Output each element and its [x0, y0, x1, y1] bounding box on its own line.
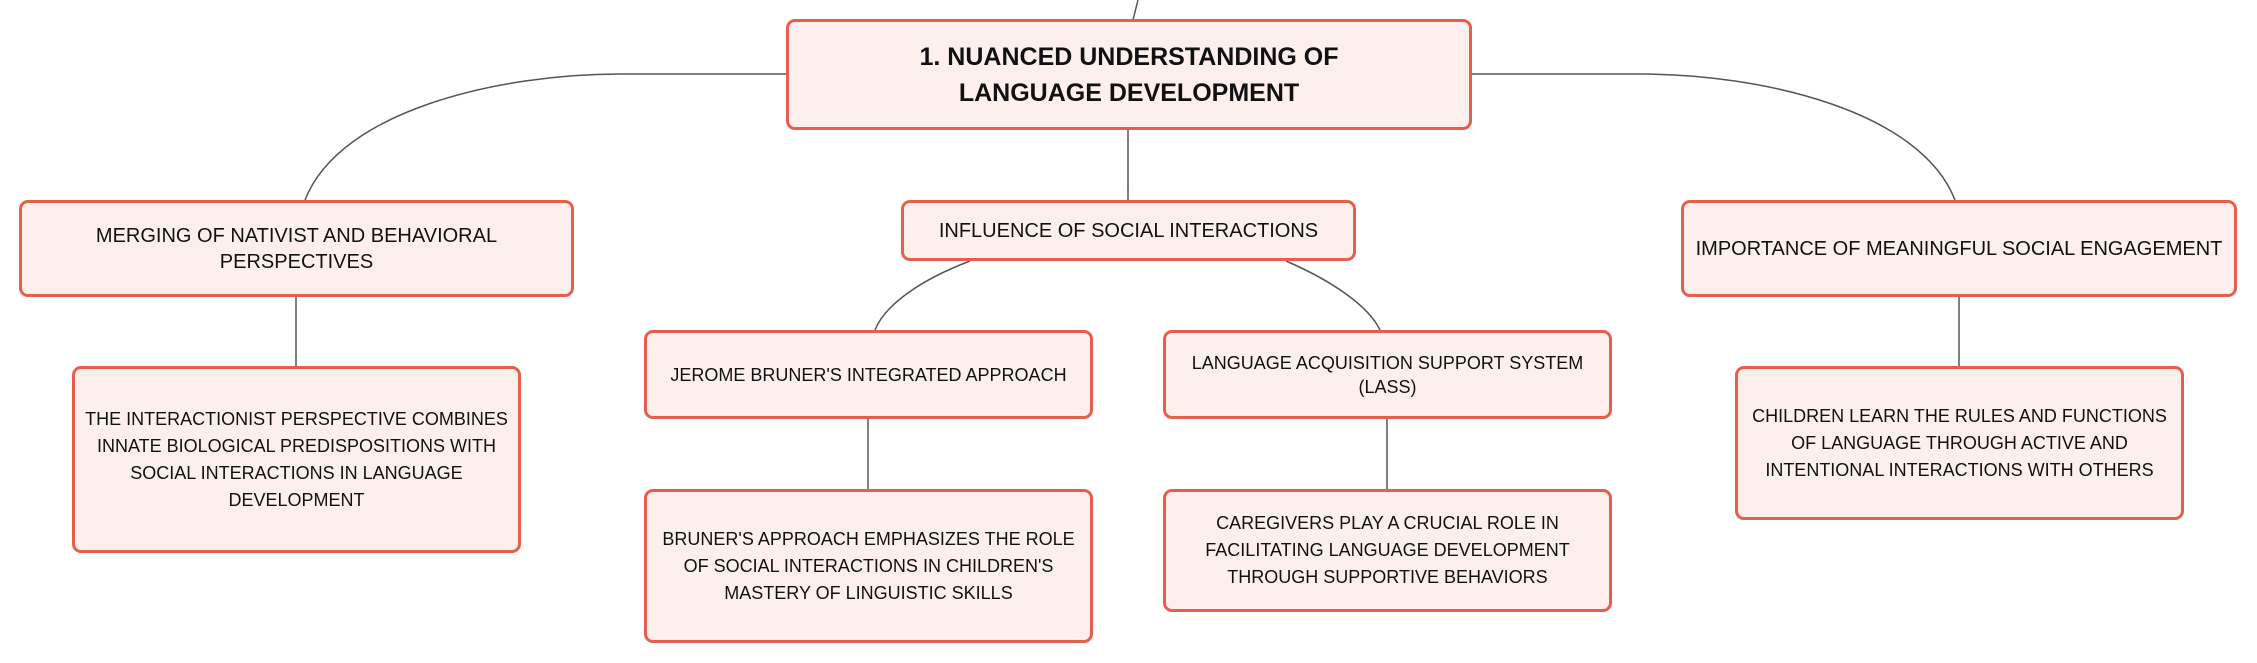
lass-label: LANGUAGE ACQUISITION SUPPORT SYSTEM (LAS… — [1191, 352, 1584, 397]
lass-node[interactable]: LANGUAGE ACQUISITION SUPPORT SYSTEM (LAS… — [1163, 330, 1612, 419]
interactionist-perspective-node[interactable]: THE INTERACTIONIST PERSPECTIVE COMBINES … — [72, 366, 521, 553]
merging-perspectives-node[interactable]: MERGING OF NATIVIST AND BEHAVIORAL PERSP… — [19, 200, 574, 297]
meaningful-engagement-node[interactable]: IMPORTANCE OF MEANINGFUL SOCIAL ENGAGEME… — [1681, 200, 2237, 297]
connector-social-bruner — [874, 260, 971, 331]
bruner-approach-node[interactable]: JEROME BRUNER'S INTEGRATED APPROACH — [644, 330, 1093, 419]
connector-root-engagement — [1472, 73, 1956, 201]
connector-root-merging — [304, 73, 786, 201]
root-topic-label: 1. NUANCED UNDERSTANDING OF LANGUAGE DEV… — [919, 42, 1339, 107]
social-interactions-label: INFLUENCE OF SOCIAL INTERACTIONS — [938, 219, 1319, 242]
engagement-detail-text: CHILDREN LEARN THE RULES AND FUNCTIONS O… — [1752, 405, 2167, 480]
meaningful-engagement-label: IMPORTANCE OF MEANINGFUL SOCIAL ENGAGEME… — [1695, 237, 2223, 260]
root-topic-node[interactable]: 1. NUANCED UNDERSTANDING OF LANGUAGE DEV… — [786, 19, 1472, 130]
lass-detail-text: CAREGIVERS PLAY A CRUCIAL ROLE IN FACILI… — [1205, 513, 1570, 587]
social-interactions-node[interactable]: INFLUENCE OF SOCIAL INTERACTIONS — [901, 200, 1356, 261]
interactionist-perspective-text: THE INTERACTIONIST PERSPECTIVE COMBINES … — [85, 408, 508, 510]
merging-perspectives-label: MERGING OF NATIVIST AND BEHAVIORAL PERSP… — [95, 224, 498, 273]
engagement-detail-node[interactable]: CHILDREN LEARN THE RULES AND FUNCTIONS O… — [1735, 366, 2184, 520]
bruner-detail-node[interactable]: BRUNER'S APPROACH EMPHASIZES THE ROLE OF… — [644, 489, 1093, 643]
bruner-approach-label: JEROME BRUNER'S INTEGRATED APPROACH — [670, 364, 1067, 385]
connector-social-lass — [1285, 260, 1381, 331]
bruner-detail-text: BRUNER'S APPROACH EMPHASIZES THE ROLE OF… — [662, 528, 1075, 603]
connector-root-incoming — [1132, 0, 1139, 21]
lass-detail-node[interactable]: CAREGIVERS PLAY A CRUCIAL ROLE IN FACILI… — [1163, 489, 1612, 612]
